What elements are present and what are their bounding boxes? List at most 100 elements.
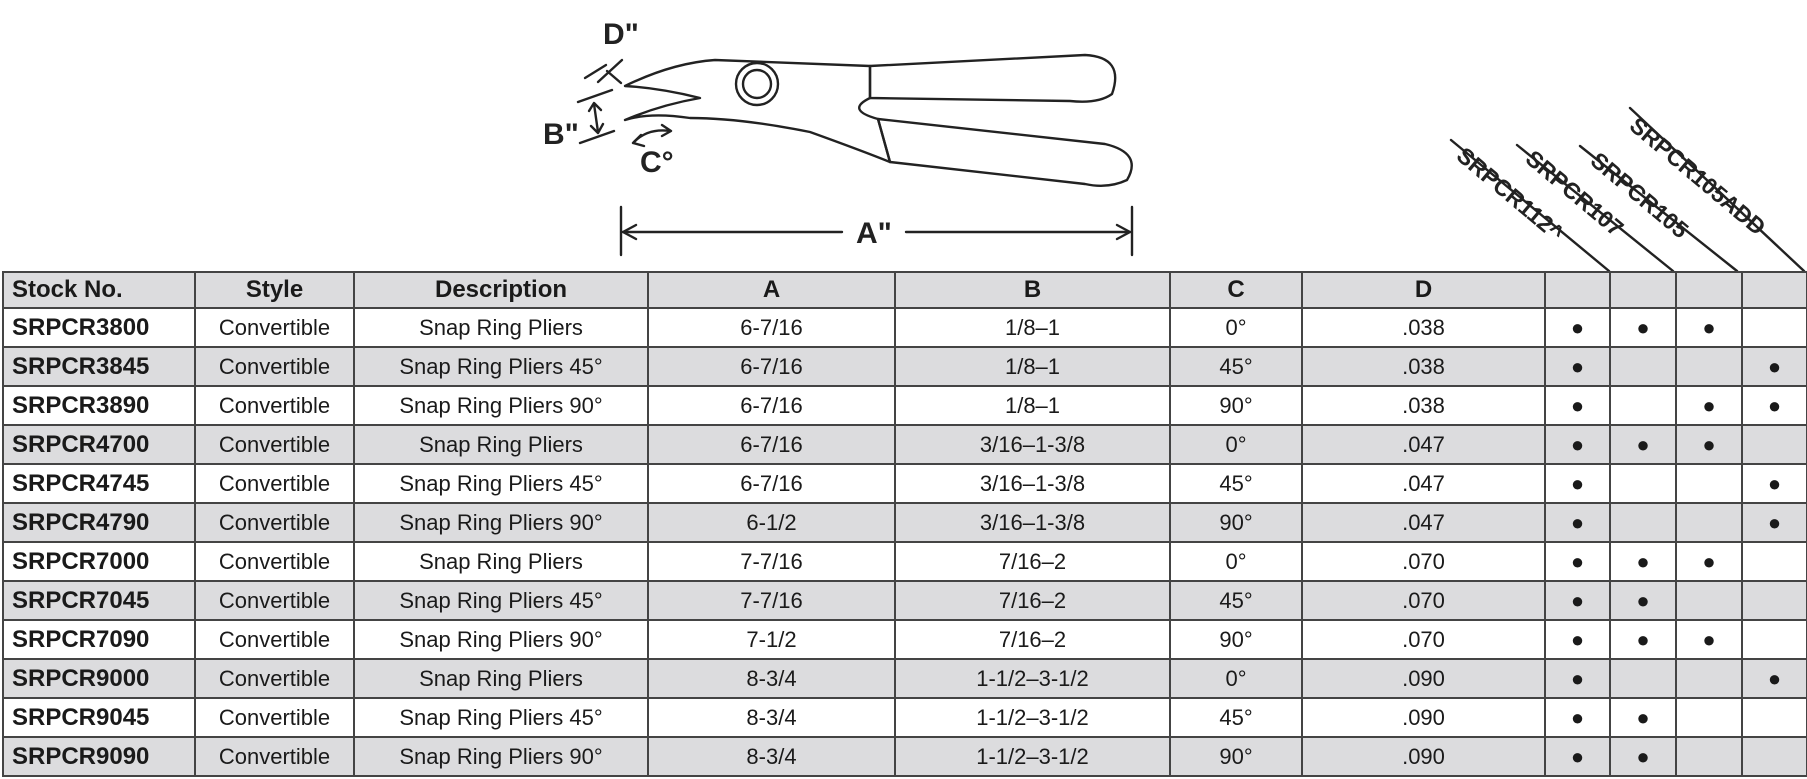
header-c: C xyxy=(1169,271,1303,309)
b-cell: 7/16–2 xyxy=(894,580,1171,621)
availability-dot: ● xyxy=(1544,346,1611,387)
style-cell: Convertible xyxy=(194,619,355,660)
d-cell: .090 xyxy=(1301,658,1546,699)
c-cell: 90° xyxy=(1169,619,1303,660)
availability-dot: ● xyxy=(1741,346,1807,387)
d-cell: .047 xyxy=(1301,502,1546,543)
header-stock-no: Stock No. xyxy=(2,271,196,309)
b-cell: 7/16–2 xyxy=(894,541,1171,582)
stock-no-cell: SRPCR4790 xyxy=(2,502,196,543)
d-cell: .038 xyxy=(1301,307,1546,348)
availability-dot: ● xyxy=(1544,307,1611,348)
d-cell: .090 xyxy=(1301,697,1546,738)
availability-empty xyxy=(1675,697,1743,738)
header-d: D xyxy=(1301,271,1546,309)
b-cell: 7/16–2 xyxy=(894,619,1171,660)
availability-empty xyxy=(1609,385,1677,426)
style-cell: Convertible xyxy=(194,658,355,699)
availability-dot: ● xyxy=(1544,424,1611,465)
c-cell: 90° xyxy=(1169,385,1303,426)
b-cell: 3/16–1-3/8 xyxy=(894,463,1171,504)
availability-empty xyxy=(1741,619,1807,660)
dim-label-b: B" xyxy=(543,118,579,151)
description-cell: Snap Ring Pliers 90° xyxy=(353,502,649,543)
style-cell: Convertible xyxy=(194,736,355,777)
upper-handle xyxy=(868,53,1117,103)
availability-dot: ● xyxy=(1609,424,1677,465)
header-row: Stock No. Style Description A B C D xyxy=(2,271,1807,309)
stock-no-cell: SRPCR3890 xyxy=(2,385,196,426)
availability-empty xyxy=(1741,541,1807,582)
description-cell: Snap Ring Pliers 90° xyxy=(353,385,649,426)
description-cell: Snap Ring Pliers 45° xyxy=(353,580,649,621)
d-cell: .047 xyxy=(1301,424,1546,465)
style-cell: Convertible xyxy=(194,580,355,621)
availability-dot: ● xyxy=(1544,385,1611,426)
a-cell: 8-3/4 xyxy=(647,736,896,777)
a-cell: 7-7/16 xyxy=(647,580,896,621)
availability-dot: ● xyxy=(1609,307,1677,348)
b-cell: 3/16–1-3/8 xyxy=(894,502,1171,543)
dim-label-d: D" xyxy=(603,18,639,51)
availability-dot: ● xyxy=(1741,385,1807,426)
availability-dot: ● xyxy=(1544,658,1611,699)
b-cell: 1/8–1 xyxy=(894,346,1171,387)
header-model-col xyxy=(1609,271,1677,309)
a-cell: 6-7/16 xyxy=(647,385,896,426)
stock-no-cell: SRPCR3800 xyxy=(2,307,196,348)
style-cell: Convertible xyxy=(194,424,355,465)
header-a: A xyxy=(647,271,896,309)
header-b: B xyxy=(894,271,1171,309)
availability-empty xyxy=(1675,736,1743,777)
b-cell: 1-1/2–3-1/2 xyxy=(894,658,1171,699)
stock-no-cell: SRPCR9090 xyxy=(2,736,196,777)
description-cell: Snap Ring Pliers 90° xyxy=(353,736,649,777)
availability-empty xyxy=(1675,346,1743,387)
availability-empty xyxy=(1741,697,1807,738)
availability-empty xyxy=(1741,424,1807,465)
availability-dot: ● xyxy=(1741,502,1807,543)
dim-label-c: C° xyxy=(640,146,674,179)
b-cell: 1/8–1 xyxy=(894,307,1171,348)
spec-table: Stock No. Style Description A B C D SRPC… xyxy=(2,271,1807,777)
availability-dot: ● xyxy=(1675,619,1743,660)
description-cell: Snap Ring Pliers xyxy=(353,424,649,465)
description-cell: Snap Ring Pliers 90° xyxy=(353,619,649,660)
stock-no-cell: SRPCR4745 xyxy=(2,463,196,504)
stock-no-cell: SRPCR7090 xyxy=(2,619,196,660)
availability-dot: ● xyxy=(1741,658,1807,699)
availability-empty xyxy=(1675,658,1743,699)
availability-dot: ● xyxy=(1544,502,1611,543)
c-cell: 45° xyxy=(1169,580,1303,621)
availability-dot: ● xyxy=(1741,463,1807,504)
availability-empty xyxy=(1675,580,1743,621)
availability-empty xyxy=(1609,502,1677,543)
availability-dot: ● xyxy=(1544,580,1611,621)
header-model-col xyxy=(1741,271,1807,309)
c-cell: 45° xyxy=(1169,346,1303,387)
d-cell: .038 xyxy=(1301,385,1546,426)
c-cell: 0° xyxy=(1169,424,1303,465)
availability-dot: ● xyxy=(1609,736,1677,777)
pliers-jaw xyxy=(623,58,892,164)
dim-label-a: A" xyxy=(856,217,892,250)
style-cell: Convertible xyxy=(194,463,355,504)
a-cell: 6-7/16 xyxy=(647,307,896,348)
d-cell: .038 xyxy=(1301,346,1546,387)
availability-dot: ● xyxy=(1675,541,1743,582)
c-cell: 90° xyxy=(1169,502,1303,543)
a-cell: 8-3/4 xyxy=(647,658,896,699)
b-cell: 1/8–1 xyxy=(894,385,1171,426)
availability-dot: ● xyxy=(1609,580,1677,621)
availability-empty xyxy=(1609,463,1677,504)
a-cell: 6-7/16 xyxy=(647,346,896,387)
availability-dot: ● xyxy=(1544,736,1611,777)
style-cell: Convertible xyxy=(194,697,355,738)
